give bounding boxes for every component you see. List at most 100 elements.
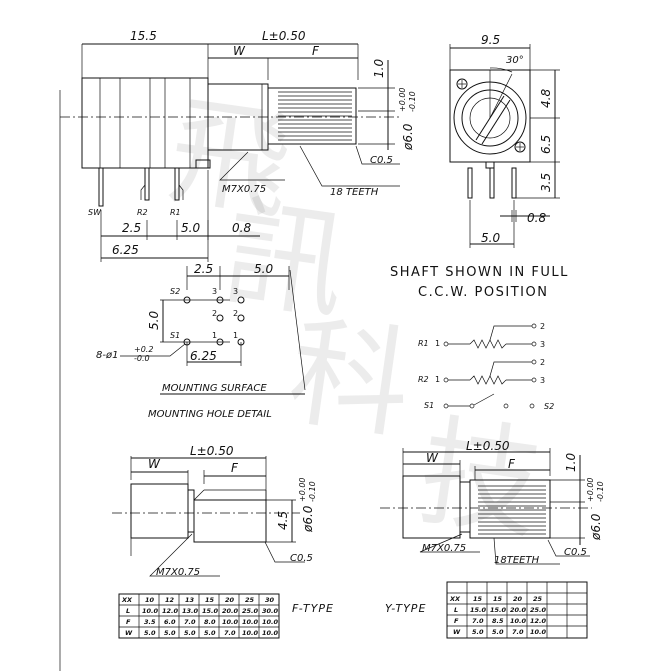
f-r0-3: 13.0 bbox=[182, 607, 199, 615]
y-dim-shaft-tol-lower: -0.10 bbox=[596, 481, 605, 502]
teeth: 18 TEETH bbox=[330, 187, 379, 198]
hole-detail-title: MOUNTING HOLE DETAIL bbox=[148, 409, 272, 420]
y-r1-4: 12.0 bbox=[530, 617, 547, 625]
f-r2-7: 10.0 bbox=[262, 629, 279, 637]
y-th-4: 25 bbox=[533, 595, 543, 603]
y-th-0: XX bbox=[449, 595, 461, 603]
thread: M7X0.75 bbox=[222, 184, 266, 195]
f-thread: M7X0.75 bbox=[156, 567, 200, 578]
f-r0-2: 12.0 bbox=[162, 607, 179, 615]
schem-r2-pin2: 2 bbox=[540, 358, 545, 367]
dim-shaft-dia: ø6.0 bbox=[401, 123, 415, 151]
dim-shaft-tol-lower: -0.10 bbox=[408, 91, 417, 112]
knurl-lines bbox=[278, 91, 352, 141]
y-type-label: Y-TYPE bbox=[385, 602, 426, 615]
f-r1-0: F bbox=[126, 618, 131, 626]
y-r0-4: 25.0 bbox=[530, 606, 547, 614]
y-r2-4: 10.0 bbox=[530, 628, 547, 636]
dim-bottom: 6.25 bbox=[112, 243, 139, 257]
f-r0-1: 10.0 bbox=[142, 607, 159, 615]
f-r1-1: 3.5 bbox=[144, 618, 156, 626]
hole-row-c: 2 bbox=[212, 309, 217, 318]
f-th-0: XX bbox=[121, 596, 133, 604]
y-dim-flat: 1.0 bbox=[564, 453, 578, 472]
y-dim-shaft-tol-upper: +0.00 bbox=[586, 477, 595, 502]
dim-L: L±0.50 bbox=[262, 29, 306, 43]
dim-pin-1: 2.5 bbox=[122, 221, 141, 235]
schem-r1: R1 bbox=[418, 339, 429, 348]
side-dim-right-3: 3.5 bbox=[539, 173, 553, 192]
f-type-label: F-TYPE bbox=[292, 602, 334, 615]
pin-label-r2: R2 bbox=[137, 208, 148, 217]
f-r2-6: 10.0 bbox=[242, 629, 259, 637]
y-r2-3: 7.0 bbox=[512, 628, 524, 636]
y-dim-F: F bbox=[508, 457, 516, 471]
hole-tol-upper: +0.2 bbox=[134, 345, 153, 354]
f-r2-5: 7.0 bbox=[224, 629, 236, 637]
dim-F: F bbox=[312, 44, 320, 58]
f-r2-0: W bbox=[125, 629, 133, 637]
f-th-7: 30 bbox=[265, 596, 275, 604]
svg-text:科: 科 bbox=[281, 302, 419, 456]
y-r1-2: 8.5 bbox=[492, 617, 504, 625]
side-dim-width: 9.5 bbox=[481, 33, 500, 47]
f-r1-2: 6.0 bbox=[164, 618, 176, 626]
side-view: 9.5 30° 4.8 6.5 3.5 0.8 bbox=[449, 33, 560, 248]
hole-tol-lower: -0.0 bbox=[134, 354, 150, 363]
y-dim-L: L±0.50 bbox=[466, 439, 510, 453]
y-type-view: L±0.50 W F 1.0 ø6.0 +0.00 -0. bbox=[380, 439, 605, 639]
hole-row-d: 2 bbox=[233, 309, 238, 318]
y-r1-1: 7.0 bbox=[472, 617, 484, 625]
notes: SHAFT SHOWN IN FULL C.C.W. POSITION bbox=[390, 265, 569, 300]
y-r2-2: 5.0 bbox=[492, 628, 504, 636]
mounting-surface: MOUNTING SURFACE bbox=[162, 383, 267, 394]
y-r1-3: 10.0 bbox=[510, 617, 527, 625]
f-dim-W: W bbox=[148, 457, 161, 471]
f-r2-1: 5.0 bbox=[144, 629, 156, 637]
side-angle: 30° bbox=[506, 55, 524, 66]
f-chamfer: C0.5 bbox=[290, 553, 313, 564]
dim-pin-2: 5.0 bbox=[181, 221, 200, 235]
dim-flat: 1.0 bbox=[372, 59, 386, 78]
hole-row-f: 1 bbox=[233, 331, 238, 340]
hole-dim-top-2: 5.0 bbox=[254, 262, 273, 276]
hole-spec: 8-ø1 bbox=[96, 350, 118, 361]
hole-row-a: 3 bbox=[212, 287, 217, 296]
y-thread: M7X0.75 bbox=[422, 543, 466, 554]
note-line-1: SHAFT SHOWN IN FULL bbox=[390, 265, 569, 280]
side-dim-right-2: 6.5 bbox=[539, 135, 553, 154]
schem-s2: S2 bbox=[544, 402, 554, 411]
f-r1-6: 10.0 bbox=[242, 618, 259, 626]
dim-pin-3: 0.8 bbox=[232, 221, 251, 235]
f-dim-flat: 4.5 bbox=[276, 511, 290, 530]
svg-text:飛: 飛 bbox=[161, 82, 299, 236]
dim-W: W bbox=[233, 44, 246, 58]
f-r2-4: 5.0 bbox=[204, 629, 216, 637]
f-type-table: XX 10 12 13 15 20 25 30 L 10.0 12.0 13.0… bbox=[118, 593, 280, 639]
y-r0-0: L bbox=[454, 606, 458, 614]
f-r0-4: 15.0 bbox=[202, 607, 219, 615]
hole-row-b: 3 bbox=[233, 287, 238, 296]
pin-label-r1: R1 bbox=[170, 208, 181, 217]
y-r0-2: 15.0 bbox=[490, 606, 507, 614]
f-dim-shaft-dia: ø6.0 bbox=[301, 505, 315, 533]
f-r2-2: 5.0 bbox=[164, 629, 176, 637]
schem-r2-pin1: 1 bbox=[435, 375, 440, 384]
schem-s1: S1 bbox=[424, 401, 434, 410]
f-th-6: 25 bbox=[245, 596, 255, 604]
schem-r1-pin3: 3 bbox=[540, 340, 545, 349]
f-dim-L: L±0.50 bbox=[190, 444, 234, 458]
note-line-2: C.C.W. POSITION bbox=[418, 285, 548, 300]
y-th-1: 15 bbox=[473, 595, 483, 603]
side-dim-right-1: 4.8 bbox=[539, 89, 553, 108]
y-th-3: 20 bbox=[513, 595, 523, 603]
y-r0-3: 20.0 bbox=[510, 606, 527, 614]
y-type-table: XX 15 15 20 25 L 15.0 15.0 20.0 25.0 F 7… bbox=[446, 581, 588, 639]
y-r2-1: 5.0 bbox=[472, 628, 484, 636]
schem-r1-pin1: 1 bbox=[435, 339, 440, 348]
f-type-view: L±0.50 W F 4.5 ø6.0 +0.00 -0.10 C0.5 M7X… bbox=[112, 444, 334, 639]
y-dim-W: W bbox=[426, 451, 439, 465]
f-dim-F: F bbox=[231, 461, 239, 475]
schematic: R1 1 3 2 R2 1 3 2 S1 S2 bbox=[418, 322, 554, 411]
front-view: 15.5 L±0.50 W F bbox=[60, 29, 417, 262]
